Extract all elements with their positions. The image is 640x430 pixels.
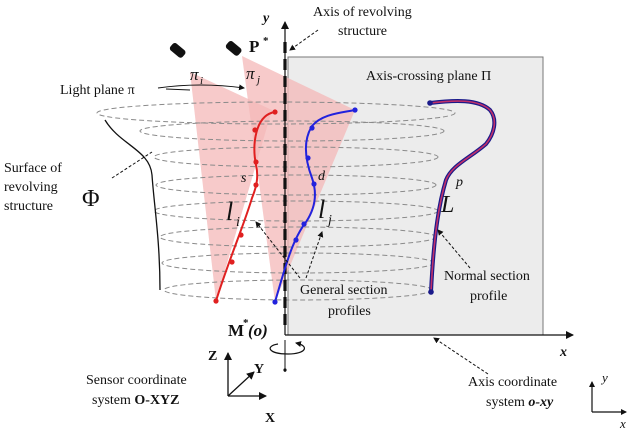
- surface-label-1: Surface of: [4, 161, 62, 176]
- laser-projector-icon: [169, 41, 242, 58]
- rotation-arrow-icon: [269, 341, 305, 355]
- sensor-Y-label: Y: [254, 362, 264, 377]
- normal-profile-label-2: profile: [470, 289, 507, 304]
- leader-general-2: [305, 231, 324, 279]
- axis-coordinate-axes: [589, 381, 627, 415]
- leader-surface: [111, 151, 153, 179]
- pi-i-sub: i: [200, 75, 203, 87]
- small-x-label: x: [619, 416, 626, 430]
- light-plane-arc: [157, 84, 245, 91]
- light-plane-leader: [165, 88, 191, 91]
- axis-crossing-plane-label: Axis-crossing plane Π: [366, 69, 491, 84]
- m-point-label: M: [228, 321, 244, 340]
- m-point-star: *: [243, 317, 249, 329]
- axis-coordinate-name: o-xy: [528, 395, 554, 410]
- l-j-sub: j: [326, 213, 332, 228]
- pi-i-label: π: [190, 65, 199, 84]
- light-plane-i: [190, 72, 272, 301]
- sensor-system-label-1: Sensor coordinate: [86, 373, 187, 388]
- pi-j-sub: j: [255, 74, 260, 86]
- l-i-sub: i: [236, 215, 240, 230]
- axis-of-structure-label-1: Axis of revolving: [313, 5, 412, 20]
- normal-profile-start-point: [427, 100, 433, 106]
- d-label: d: [318, 169, 326, 184]
- leader-general-1: [255, 221, 301, 279]
- sensor-X-label: X: [265, 411, 275, 426]
- point-p-star: *: [263, 35, 269, 47]
- surface-outline: [104, 119, 161, 291]
- x-axis-label: x: [559, 345, 567, 360]
- sensor-system-prefix: system: [92, 393, 134, 408]
- p-label: p: [455, 175, 463, 190]
- surface-label-2: revolving: [4, 180, 58, 195]
- blue-profile-points: [272, 107, 358, 305]
- small-y-label: y: [600, 370, 608, 385]
- l-i-label: l: [226, 197, 233, 226]
- sensor-Z-label: Z: [208, 349, 217, 364]
- surface-label-3: structure: [4, 199, 53, 214]
- s-label: s: [241, 171, 247, 186]
- leader-axis-coordinate: [433, 337, 489, 375]
- m-point-origin: (o): [248, 321, 268, 340]
- point-p-label: P: [249, 37, 259, 56]
- normal-profile-end-point: [428, 289, 434, 295]
- L-label: L: [440, 192, 454, 218]
- normal-profile-label-1: Normal section: [444, 269, 530, 284]
- general-profiles-label-1: General section: [300, 283, 387, 298]
- axis-of-structure-label-2: structure: [338, 24, 387, 39]
- blue-section-profile: [274, 109, 356, 303]
- sensor-system-label-2: system O-XYZ: [92, 393, 180, 408]
- axis-extension-dot: [283, 368, 287, 372]
- phi-label: Φ: [82, 186, 100, 212]
- sensor-coordinate-axes: [224, 352, 267, 400]
- general-profiles-label-2: profiles: [328, 304, 371, 319]
- normal-section-profile-inner: [429, 100, 496, 293]
- y-axis-label: y: [261, 11, 270, 26]
- pi-j-label: π: [246, 64, 255, 83]
- l-j-label: l: [318, 195, 325, 224]
- light-plane-label: Light plane π: [60, 83, 135, 98]
- leader-normal: [437, 229, 471, 269]
- axis-coordinate-label-2: system o-xy: [486, 395, 554, 410]
- sensor-system-name: O-XYZ: [134, 393, 179, 408]
- red-profile-points: [213, 109, 278, 304]
- axis-coordinate-prefix: system: [486, 395, 528, 410]
- axis-coordinate-label-1: Axis coordinate: [468, 375, 557, 390]
- leader-axis-of-structure: [289, 29, 319, 51]
